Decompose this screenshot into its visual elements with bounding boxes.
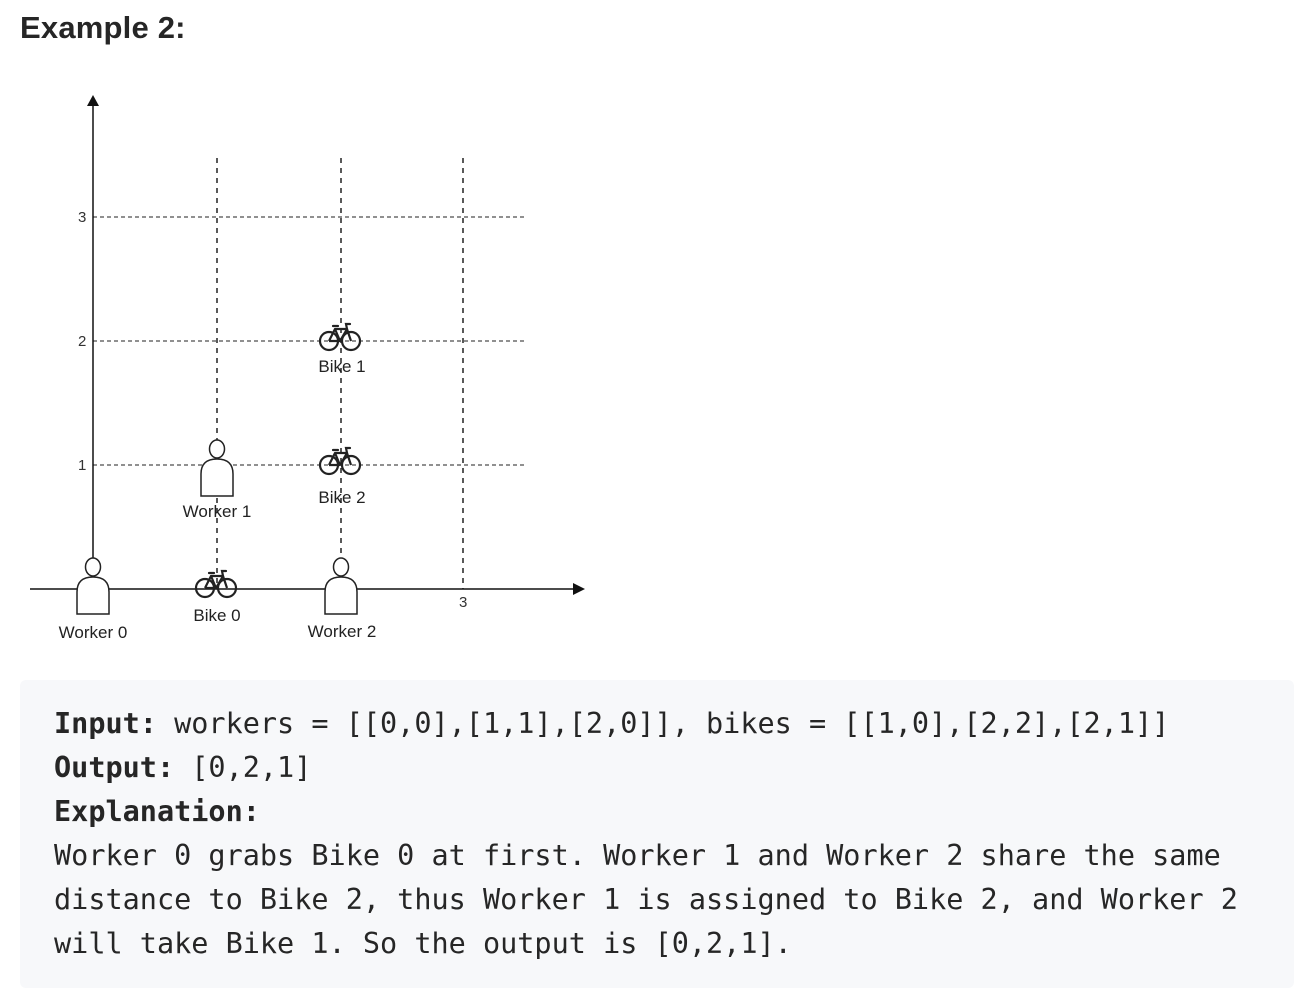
x-axis-arrow (573, 583, 585, 595)
output-value: [0,2,1] (174, 751, 312, 784)
output-line: Output: [0,2,1] (54, 746, 1294, 790)
bike-label: Bike 1 (318, 357, 365, 376)
worker-label: Worker 0 (59, 623, 128, 642)
worker-2-figure (324, 557, 358, 615)
grid-diagram: 3 2 1 3 Worker 0 Worker 1 Worker 2 Bike … (0, 0, 620, 660)
axes (30, 95, 585, 595)
y-tick-label: 1 (78, 457, 86, 474)
x-tick-label: 3 (459, 594, 467, 611)
worker-label: Worker 1 (183, 502, 252, 521)
explanation-text-line: distance to Bike 2, thus Worker 1 is ass… (54, 883, 1238, 916)
explanation-label: Explanation: (54, 795, 260, 828)
example-heading: Example 2: (20, 10, 186, 45)
worker-0-figure (76, 557, 110, 615)
y-tick-label: 2 (78, 333, 86, 350)
input-value: workers = [[0,0],[1,1],[2,0]], bikes = [… (156, 707, 1170, 740)
input-label: Input: (54, 707, 157, 740)
worker-1-figure (200, 439, 234, 497)
input-line: Input: workers = [[0,0],[1,1],[2,0]], bi… (54, 702, 1294, 746)
bike-1-icon (318, 322, 362, 352)
example-code-block: Input: workers = [[0,0],[1,1],[2,0]], bi… (20, 680, 1294, 988)
y-tick-label: 3 (78, 209, 86, 226)
bike-label: Bike 2 (318, 488, 365, 507)
explanation-text-line: Worker 0 grabs Bike 0 at first. Worker 1… (54, 839, 1221, 872)
explanation-text-line: will take Bike 1. So the output is [0,2,… (54, 927, 792, 960)
output-label: Output: (54, 751, 175, 784)
y-axis-arrow (87, 95, 99, 106)
worker-label: Worker 2 (308, 622, 377, 641)
explanation-heading: Explanation: (54, 790, 1294, 834)
horizontal-gridlines (93, 216, 527, 466)
bike-0-icon (194, 569, 238, 599)
vertical-gridlines (216, 158, 464, 589)
bike-2-icon (318, 446, 362, 476)
bike-label: Bike 0 (193, 606, 240, 625)
